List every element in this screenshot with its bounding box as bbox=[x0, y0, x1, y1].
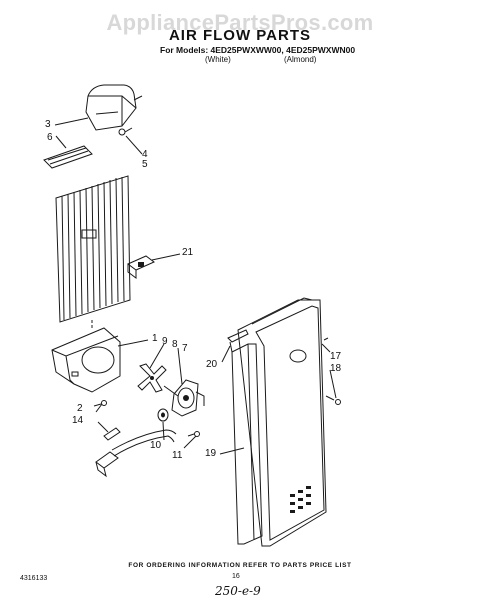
part-trim-strip bbox=[227, 329, 249, 353]
callout-21: 21 bbox=[182, 247, 194, 258]
callout-19: 19 bbox=[205, 448, 217, 459]
page-number: 16 bbox=[232, 573, 240, 580]
callout-6: 6 bbox=[47, 132, 53, 143]
part-fan-blade bbox=[137, 363, 167, 393]
color-white-label: (White) bbox=[205, 55, 231, 64]
callout-10: 10 bbox=[150, 440, 162, 451]
callout-9: 9 bbox=[162, 336, 168, 347]
watermark: AppliancePartsPros.com bbox=[106, 10, 374, 35]
callout-3: 3 bbox=[45, 119, 51, 130]
handwritten-note: 250-e-9 bbox=[215, 584, 261, 598]
callout-8: 8 bbox=[172, 339, 178, 350]
callout-20: 20 bbox=[206, 359, 218, 370]
callout-1: 1 bbox=[152, 333, 158, 344]
part-wire-harness bbox=[95, 427, 177, 478]
callout-14: 14 bbox=[72, 415, 84, 426]
part-ribbed-panel bbox=[55, 175, 131, 330]
color-almond-label: (Almond) bbox=[284, 55, 317, 64]
vent-slots bbox=[290, 486, 311, 513]
part-screw-2 bbox=[93, 400, 107, 407]
part-clip bbox=[127, 255, 155, 279]
callout-18: 18 bbox=[330, 363, 342, 374]
callout-7: 7 bbox=[182, 343, 188, 354]
part-fan-motor bbox=[163, 379, 205, 417]
part-vent-housing bbox=[85, 84, 143, 131]
models-line: For Models: 4ED25PWXWW00, 4ED25PWXWN00 bbox=[160, 45, 356, 55]
part-screw-11 bbox=[187, 431, 200, 437]
part-long-panel bbox=[231, 343, 263, 545]
diagram-title: AIR FLOW PARTS bbox=[168, 27, 312, 44]
callout-11: 11 bbox=[172, 450, 183, 461]
callout-5: 5 bbox=[142, 159, 148, 170]
part-gasket bbox=[43, 145, 93, 169]
ordering-footnote: FOR ORDERING INFORMATION REFER TO PARTS … bbox=[128, 562, 352, 569]
part-screw-18 bbox=[325, 395, 341, 405]
part-back-panel bbox=[237, 297, 329, 547]
callout-4: 4 bbox=[142, 149, 148, 160]
callout-17: 17 bbox=[330, 351, 342, 362]
leader-lines bbox=[54, 117, 337, 455]
callout-2: 2 bbox=[77, 403, 83, 414]
document-part-number: 4316133 bbox=[20, 575, 48, 582]
part-screw-top bbox=[118, 127, 133, 136]
part-grommet bbox=[157, 408, 169, 422]
part-fan-shroud bbox=[51, 327, 121, 393]
